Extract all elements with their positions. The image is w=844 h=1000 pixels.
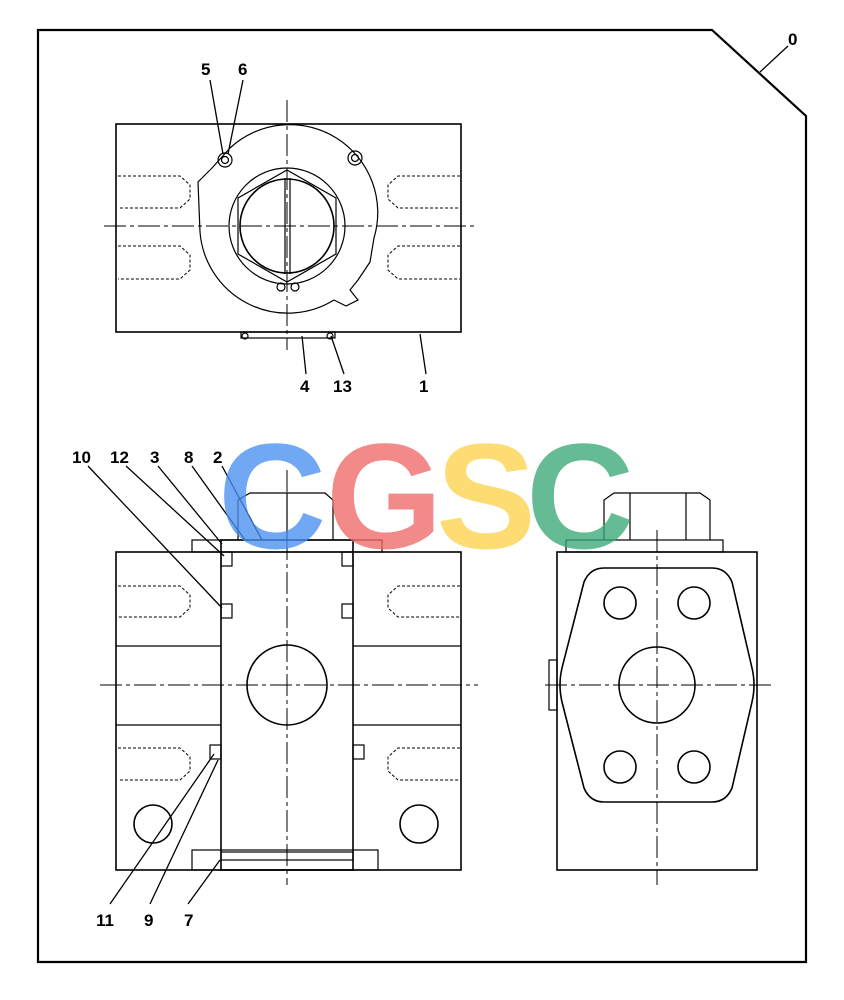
side-view xyxy=(545,492,772,885)
callout-4: 4 xyxy=(300,377,310,396)
callout-6: 6 xyxy=(238,60,247,79)
watermark-letter-3: S xyxy=(436,412,536,580)
callout-10: 10 xyxy=(72,448,91,467)
callout-8: 8 xyxy=(184,448,193,467)
watermark: C G S C xyxy=(218,412,634,580)
callout-7: 7 xyxy=(184,911,193,930)
callout-2: 2 xyxy=(213,448,222,467)
front-body xyxy=(115,551,462,871)
top-view xyxy=(104,100,474,350)
callout-1: 1 xyxy=(419,377,428,396)
callout-12: 12 xyxy=(110,448,129,467)
watermark-letter-2: G xyxy=(326,412,443,580)
callout-9: 9 xyxy=(144,911,153,930)
callout-13: 13 xyxy=(333,377,352,396)
front-view xyxy=(100,470,478,885)
watermark-letter-4: C xyxy=(526,412,634,580)
assembly-callout: 0 xyxy=(788,30,797,49)
watermark-letter-1: C xyxy=(218,412,326,580)
callout-5: 5 xyxy=(201,60,210,79)
drawing-frame xyxy=(36,28,808,964)
top-body xyxy=(115,123,462,333)
callout-11: 11 xyxy=(96,911,114,930)
leader-lines xyxy=(87,45,789,905)
callout-3: 3 xyxy=(150,448,159,467)
